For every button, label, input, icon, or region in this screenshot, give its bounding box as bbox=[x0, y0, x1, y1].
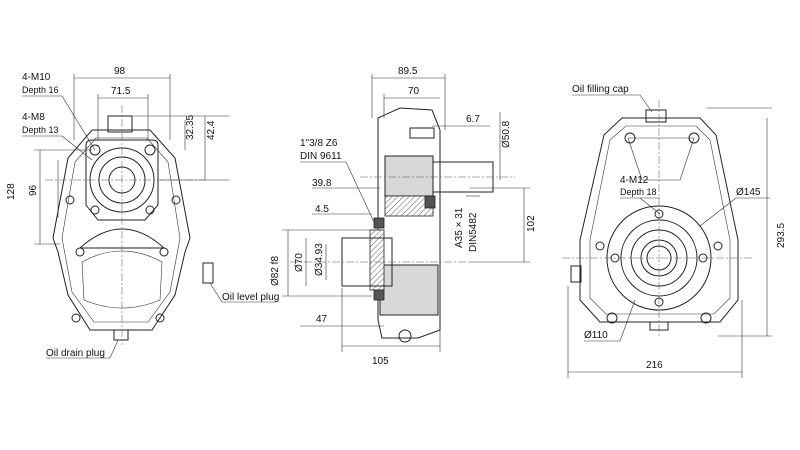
side-bottom-boss bbox=[398, 329, 412, 343]
front-hole-ll bbox=[75, 247, 85, 257]
dim-71-5: 71.5 bbox=[111, 86, 131, 97]
side-view: 89.5 70 6.7 Ø50.8 102 A35 × 31 DIN5482 1… bbox=[270, 66, 537, 367]
rear-hole-bl bbox=[606, 312, 618, 324]
rear-filling-cap bbox=[645, 109, 667, 123]
rear-side-plug bbox=[570, 265, 582, 283]
front-top-boss bbox=[107, 115, 133, 133]
dim-105: 105 bbox=[372, 356, 389, 367]
side-upper-gear bbox=[384, 155, 434, 197]
oil-level-plug-label: Oil level plug bbox=[222, 292, 279, 303]
side-input-flange bbox=[369, 229, 385, 291]
rear-thread-depth: Depth 18 bbox=[620, 187, 657, 197]
rear-upper-web bbox=[627, 137, 695, 181]
side-bearing-bottom bbox=[373, 289, 385, 301]
thread-top-depth: Depth 16 bbox=[22, 85, 59, 95]
front-oil-level-plug bbox=[202, 262, 214, 284]
dim-110-leader bbox=[619, 299, 636, 342]
spline-spec: 1"3/8 Z6 bbox=[300, 138, 338, 149]
thread-inner-depth: Depth 13 bbox=[22, 125, 59, 135]
front-hole-side-l bbox=[65, 195, 75, 205]
dim-70-dia: Ø70 bbox=[294, 253, 305, 272]
side-bearing-upper bbox=[424, 195, 436, 209]
dim-98: 98 bbox=[114, 66, 126, 77]
thread-top-leader bbox=[61, 95, 96, 151]
oil-drain-plug-label: Oil drain plug bbox=[46, 348, 105, 359]
dim-145: Ø145 bbox=[736, 187, 761, 198]
dim-42-4: 42.4 bbox=[206, 120, 217, 140]
side-bearing-top bbox=[373, 217, 385, 229]
dim-39-8: 39.8 bbox=[312, 178, 332, 189]
dim-6-7: 6.7 bbox=[466, 114, 480, 125]
dim-96: 96 bbox=[28, 184, 39, 196]
dim-102: 102 bbox=[526, 215, 537, 232]
rear-thread-spec: 4-M12 bbox=[620, 175, 649, 186]
dim-32-35: 32.35 bbox=[185, 115, 196, 140]
front-hole-mr bbox=[145, 205, 155, 215]
thread-inner-leader bbox=[61, 135, 93, 161]
rear-hole-top-l bbox=[624, 132, 636, 144]
rear-hole-ml bbox=[595, 241, 605, 251]
thread-inner-label: 4-M8 bbox=[22, 112, 45, 123]
rear-view: Oil filling cap 4-M12 Depth 18 Ø145 Ø110… bbox=[562, 84, 787, 378]
front-hole-bl bbox=[71, 313, 81, 323]
dim-4-5: 4.5 bbox=[315, 204, 329, 215]
oil-filling-cap-label: Oil filling cap bbox=[572, 84, 629, 95]
dim-50-8: Ø50.8 bbox=[501, 120, 512, 148]
dim-216: 216 bbox=[646, 360, 663, 371]
front-upper-plate bbox=[85, 139, 159, 221]
dim-145-leader bbox=[699, 197, 737, 227]
rear-housing-inner bbox=[589, 125, 731, 315]
front-hole-br bbox=[155, 313, 165, 323]
front-housing bbox=[52, 129, 191, 331]
dim-70: 70 bbox=[408, 86, 420, 97]
front-hole-lr bbox=[159, 247, 169, 257]
dim-89-5: 89.5 bbox=[398, 66, 418, 77]
oil-level-leader bbox=[209, 282, 223, 303]
front-hole-side-r bbox=[171, 195, 181, 205]
front-lower-curve bbox=[81, 250, 163, 309]
dim-110: Ø110 bbox=[584, 330, 608, 341]
front-view: 98 71.5 128 96 32.35 42.4 4-M10 Depth 16… bbox=[6, 66, 279, 359]
side-lower-gear bbox=[379, 264, 439, 316]
side-output-collar bbox=[409, 127, 435, 139]
spline-leader bbox=[345, 161, 375, 223]
front-hole-ml bbox=[90, 205, 100, 215]
front-drain-plug bbox=[113, 329, 129, 341]
rear-hole-top-r bbox=[688, 132, 700, 144]
rear-hole-mr bbox=[713, 241, 723, 251]
thread-top-label: 4-M10 bbox=[22, 72, 51, 83]
front-lower-arch bbox=[78, 228, 166, 249]
rear-thread-leader bbox=[639, 197, 661, 215]
dim-34-93: Ø34.93 bbox=[314, 243, 325, 276]
dim-47: 47 bbox=[316, 314, 328, 325]
oil-filling-leader bbox=[639, 94, 653, 113]
dim-128: 128 bbox=[6, 183, 17, 200]
rear-hole-br bbox=[700, 312, 712, 324]
dim-82-f8: Ø82 f8 bbox=[270, 256, 281, 286]
front-hole-tr bbox=[144, 144, 156, 156]
oil-drain-leader bbox=[109, 339, 119, 359]
rear-housing bbox=[579, 117, 739, 323]
spline-std: DIN 9611 bbox=[300, 151, 342, 162]
shaft-std: DIN5482 bbox=[468, 212, 479, 252]
front-housing-inner bbox=[61, 137, 181, 323]
shaft-spec: A35 × 31 bbox=[454, 207, 465, 248]
dim-293-5: 293.5 bbox=[776, 223, 787, 248]
